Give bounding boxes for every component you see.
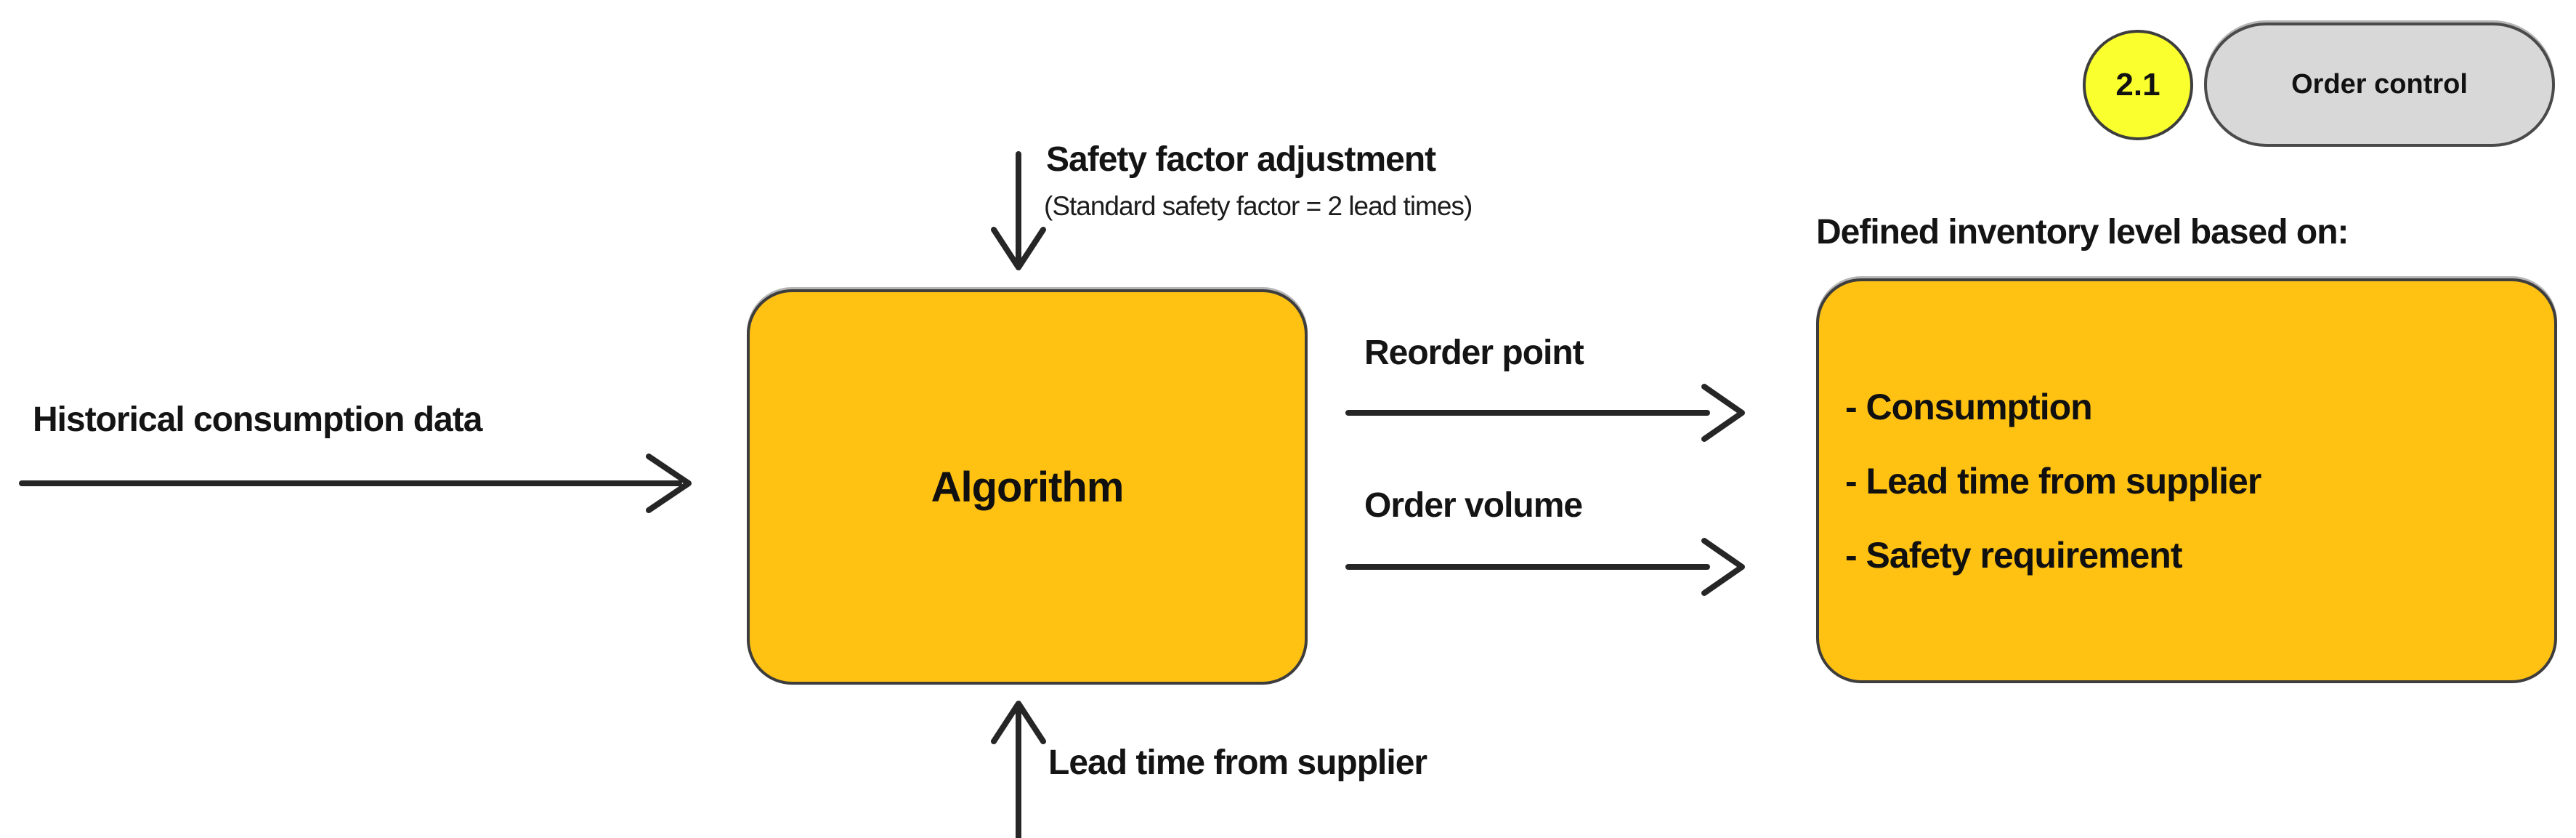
algorithm-node-label: Algorithm: [931, 463, 1125, 511]
arrow-head-up-icon: [991, 701, 1046, 744]
inventory-item-safety: - Safety requirement: [1845, 534, 2182, 576]
arrow-reorder-point: [1345, 384, 1745, 442]
inventory-item-consumption: - Consumption: [1845, 386, 2093, 427]
defined-inventory-title: Defined inventory level based on:: [1816, 213, 2349, 251]
lead-time-label: Lead time from supplier: [1048, 744, 1427, 782]
inventory-item-lead-time: - Lead time from supplier: [1845, 460, 2261, 501]
arrow-head-down-icon: [991, 227, 1046, 270]
inventory-level-node: - Consumption - Lead time from supplier …: [1816, 278, 2557, 683]
historical-consumption-label: Historical consumption data: [33, 400, 482, 439]
arrow-safety-to-algorithm: [991, 151, 1046, 270]
order-control-pill: Order control: [2204, 23, 2555, 147]
safety-factor-label: Safety factor adjustment: [1046, 140, 1436, 179]
step-number-badge: 2.1: [2083, 30, 2193, 140]
arrow-leadtime-to-algorithm: [991, 701, 1046, 838]
safety-factor-note: (Standard safety factor = 2 lead times): [1044, 191, 1473, 221]
algorithm-node: Algorithm: [747, 289, 1308, 685]
order-volume-label: Order volume: [1364, 486, 1583, 525]
arrow-historical-to-algorithm: [19, 454, 692, 513]
arrow-head-right-icon: [1701, 538, 1745, 596]
arrow-order-volume: [1345, 538, 1745, 596]
arrow-head-right-icon: [646, 454, 692, 513]
arrow-head-right-icon: [1701, 384, 1745, 442]
reorder-point-label: Reorder point: [1364, 334, 1584, 372]
